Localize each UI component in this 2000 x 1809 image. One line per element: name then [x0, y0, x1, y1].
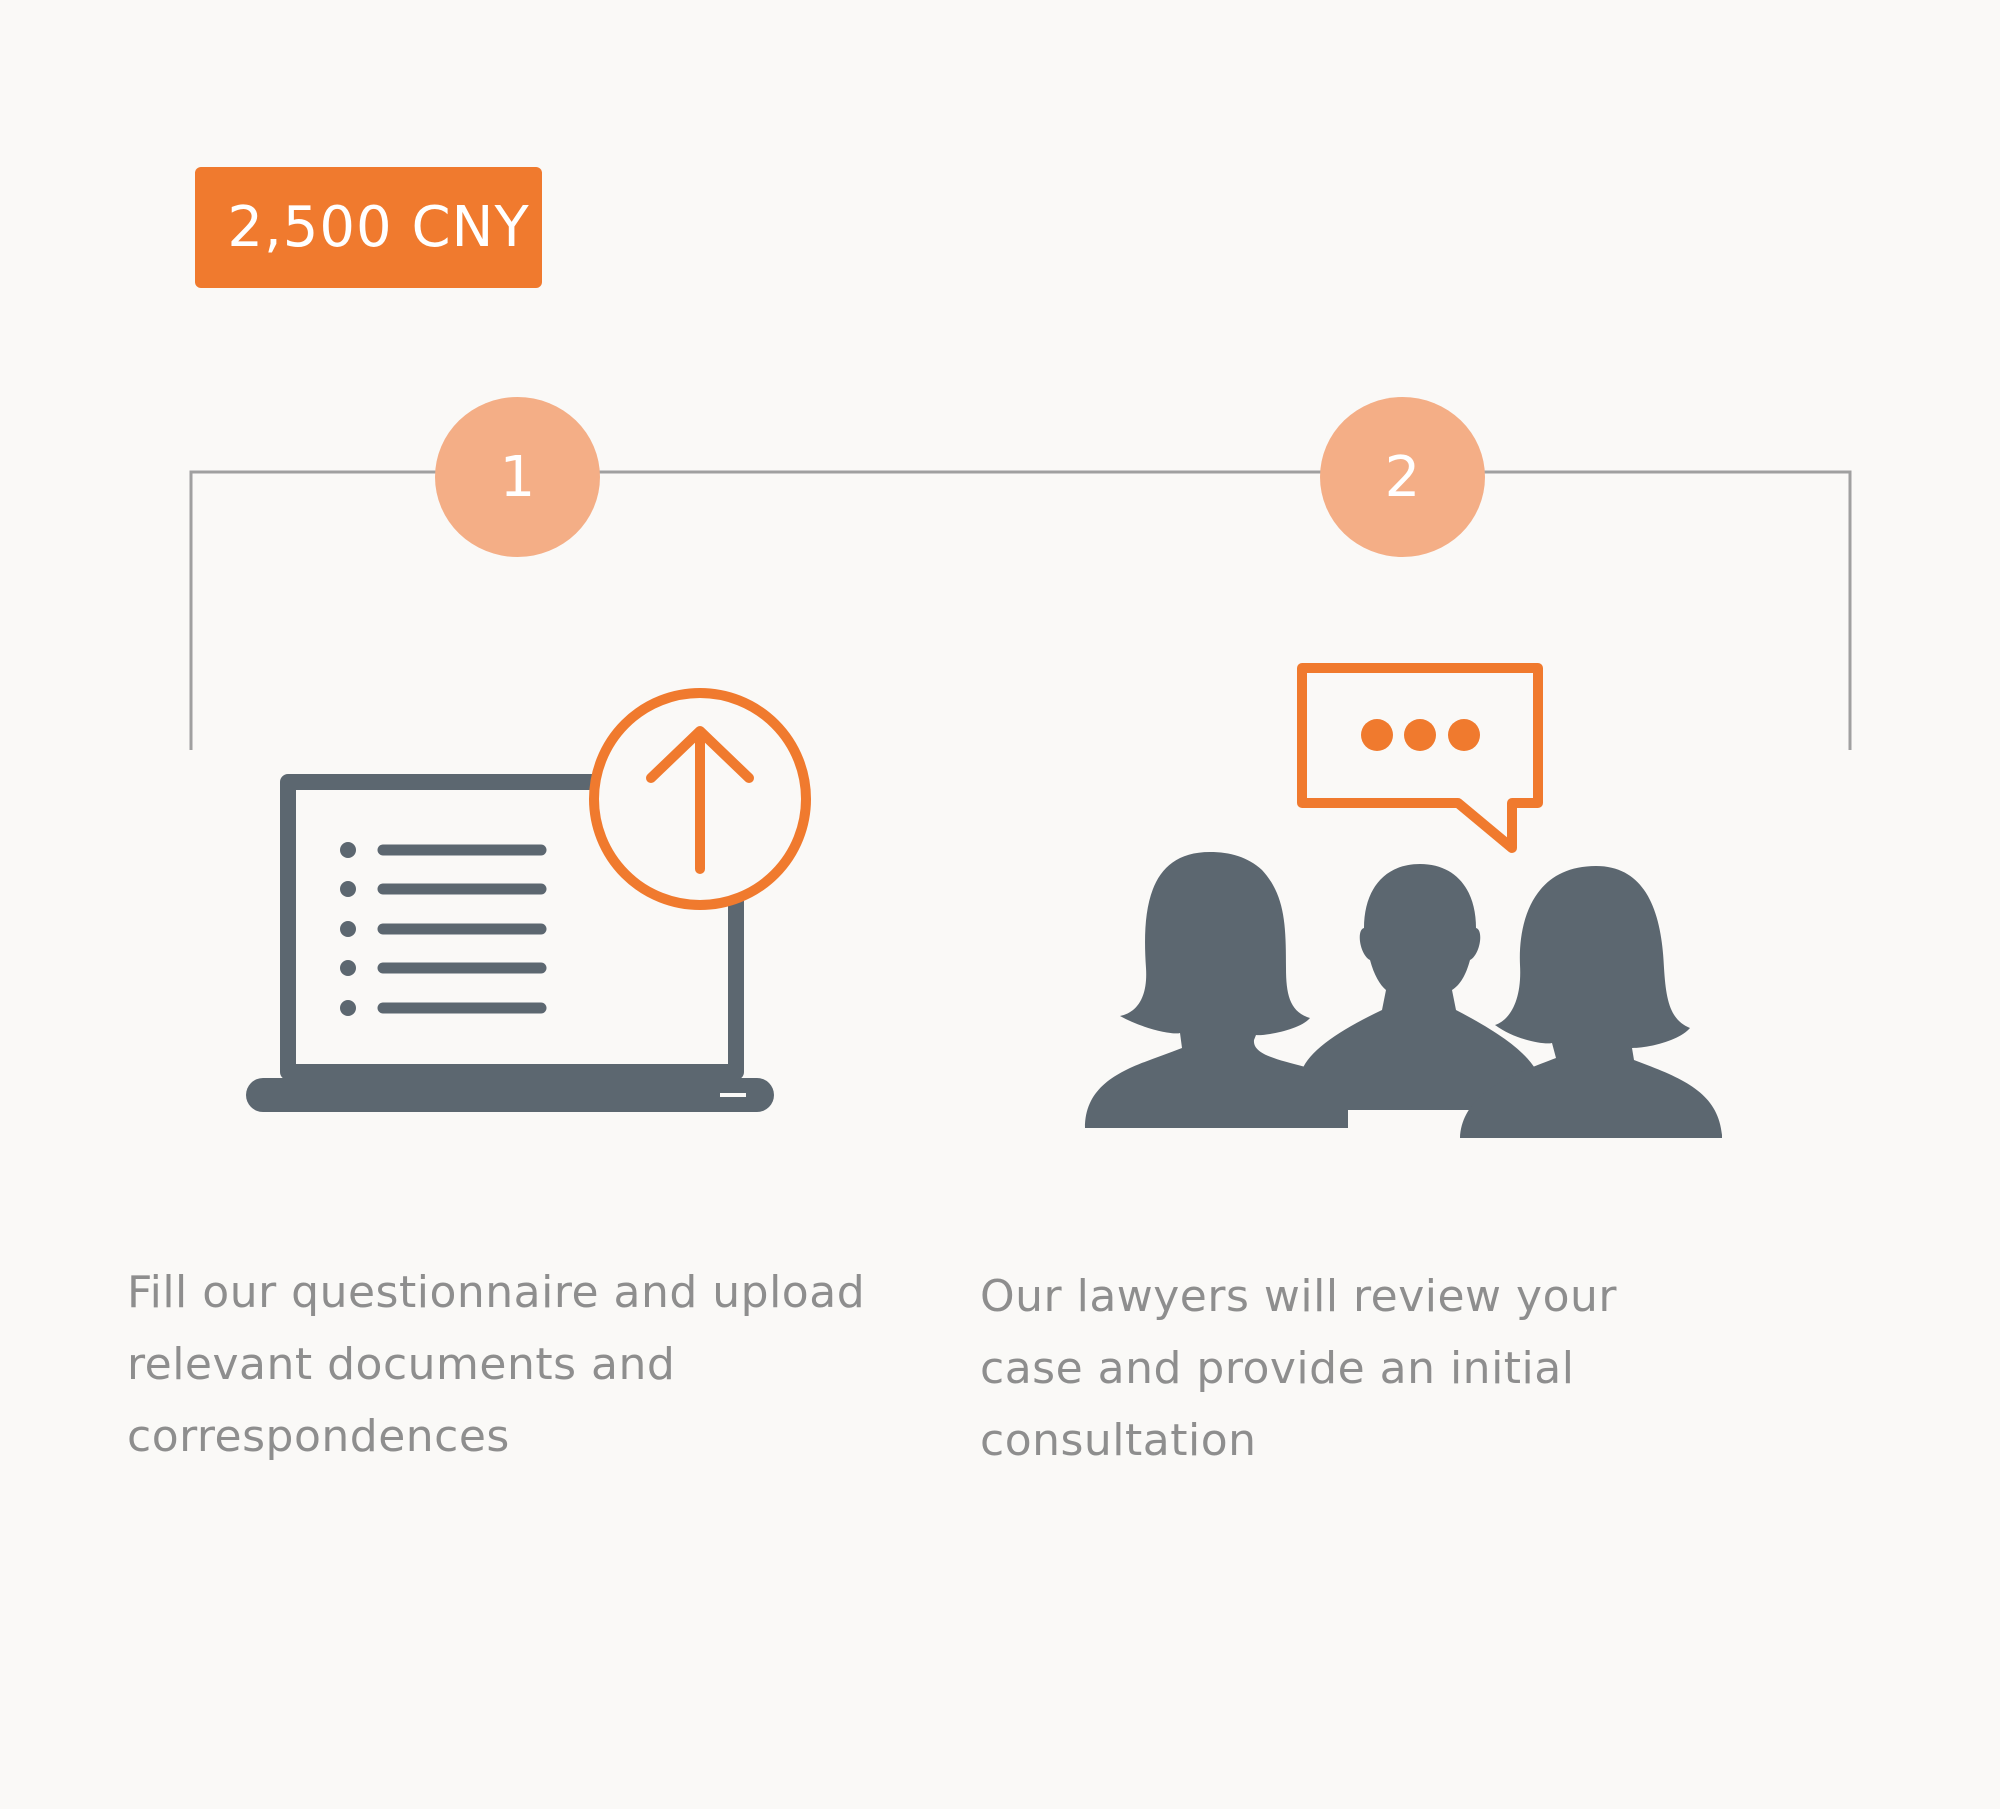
step-1-number: 1: [499, 444, 536, 510]
woman-left-icon: [1085, 852, 1348, 1128]
step-2-description: Our lawyers will review your case and pr…: [980, 1271, 1617, 1466]
people-group-icon: [1085, 852, 1722, 1138]
document-list-icon: [340, 842, 547, 1016]
price-label: 2,500 CNY: [227, 195, 530, 260]
laptop-icon: [246, 774, 774, 1112]
upload-arrow-icon: [589, 688, 811, 910]
step-2-circle: 2: [1320, 397, 1485, 557]
step-2-number: 2: [1384, 444, 1421, 510]
man-middle-icon: [1302, 864, 1536, 1110]
step-1-circle: 1: [435, 397, 600, 557]
step-1-description: Fill our questionnaire and upload releva…: [127, 1267, 866, 1462]
speech-bubble-icon: [1297, 663, 1543, 853]
price-badge: 2,500 CNY: [195, 167, 542, 288]
woman-right-icon: [1460, 866, 1722, 1138]
